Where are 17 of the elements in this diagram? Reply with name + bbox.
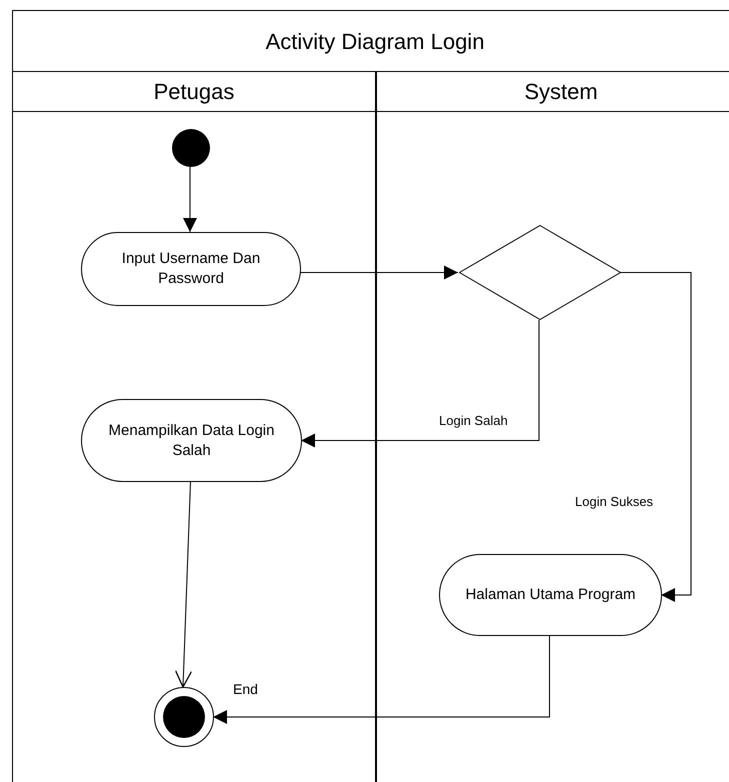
activity-text: Halaman Utama Program <box>465 585 636 605</box>
flow-arrow <box>183 166 197 232</box>
lane-header: Petugas <box>154 78 234 106</box>
diagram-title: Activity Diagram Login <box>266 28 484 56</box>
swimlane <box>376 72 729 782</box>
flow-arrow <box>300 266 458 280</box>
flow-arrow <box>620 272 692 602</box>
activity-text: Menampilkan Data Login Salah <box>108 420 276 460</box>
swimlane <box>12 72 376 782</box>
decision-diamond <box>459 225 621 320</box>
node-caption: End <box>233 680 258 699</box>
initial-node <box>172 129 210 167</box>
flow-arrow <box>212 636 550 724</box>
lane-header: System <box>524 78 598 106</box>
activity-text: Input Username Dan Password <box>120 249 262 289</box>
flow-arrow <box>300 320 540 448</box>
flow-arrow <box>174 482 192 688</box>
